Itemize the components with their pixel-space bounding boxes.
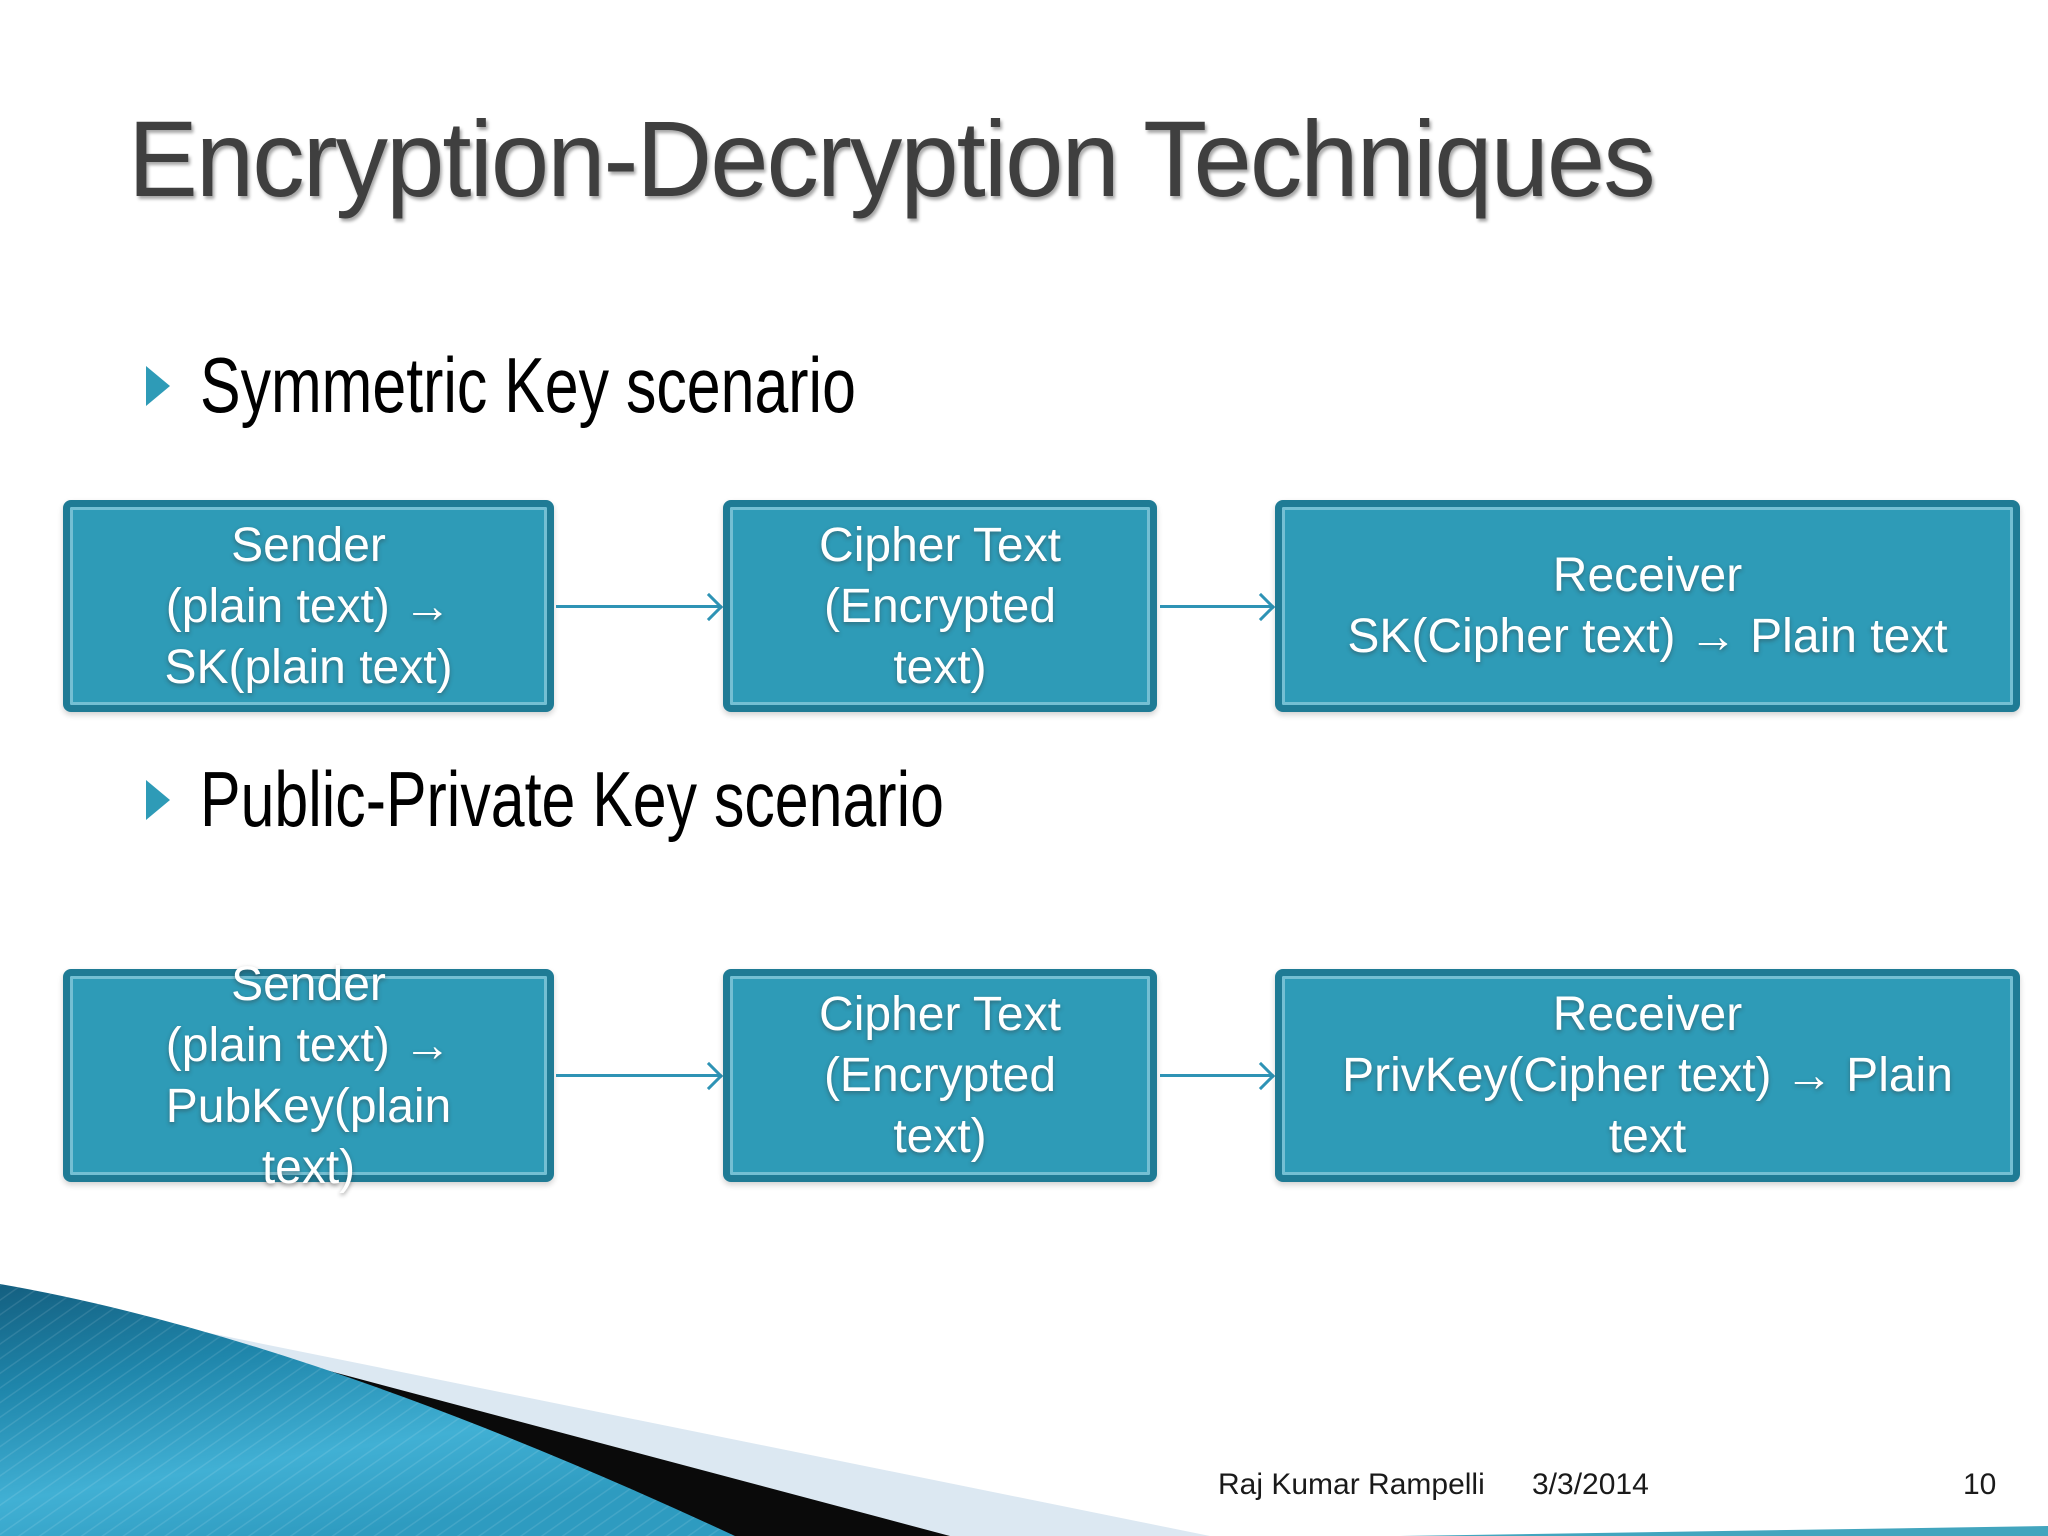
flow-box-sender-public: Sender (plain text) → PubKey(plain text) <box>63 958 554 1194</box>
slide-title: Encryption-Decryption Techniques <box>128 98 1656 219</box>
flow-box-label: Sender (plain text) → PubKey(plain text) <box>165 957 452 1194</box>
bullet-triangle-icon <box>146 365 170 406</box>
bullet-triangle-icon <box>146 779 170 820</box>
flow-box-sender-symmetric: Sender (plain text) → SK(plain text) <box>63 500 554 712</box>
footer-date: 3/3/2014 <box>1532 1468 1649 1501</box>
flow-box-ciphertext-public: Cipher Text (Encrypted text) <box>723 969 1157 1182</box>
footer-author: Raj Kumar Rampelli <box>1218 1468 1485 1501</box>
footer-page-number: 10 <box>1963 1468 1997 1501</box>
flow-box-receiver-symmetric: Receiver SK(Cipher text) → Plain text <box>1275 500 2020 712</box>
flow-box-ciphertext-symmetric: Cipher Text (Encrypted text) <box>723 500 1157 712</box>
flow-box-label: Sender (plain text) → SK(plain text) <box>164 518 453 694</box>
flow-box-label: Receiver PrivKey(Cipher text) → Plain te… <box>1342 988 1953 1163</box>
flow-arrow-icon <box>1160 605 1272 608</box>
section-heading-label: Public-Private Key scenario <box>200 755 944 843</box>
flow-box-receiver-public: Receiver PrivKey(Cipher text) → Plain te… <box>1275 969 2020 1182</box>
flow-arrow-icon <box>556 605 720 608</box>
flow-arrow-icon <box>556 1074 720 1077</box>
flow-box-label: Cipher Text (Encrypted text) <box>819 518 1061 694</box>
flow-box-label: Cipher Text (Encrypted text) <box>819 988 1061 1163</box>
section-heading-public-private: Public-Private Key scenario <box>146 754 1154 845</box>
section-heading-label: Symmetric Key scenario <box>200 341 856 429</box>
corner-decoration <box>0 1284 2048 1536</box>
flow-arrow-icon <box>1160 1074 1272 1077</box>
section-heading-symmetric: Symmetric Key scenario <box>146 340 1041 431</box>
flow-box-label: Receiver SK(Cipher text) → Plain text <box>1347 549 1948 663</box>
